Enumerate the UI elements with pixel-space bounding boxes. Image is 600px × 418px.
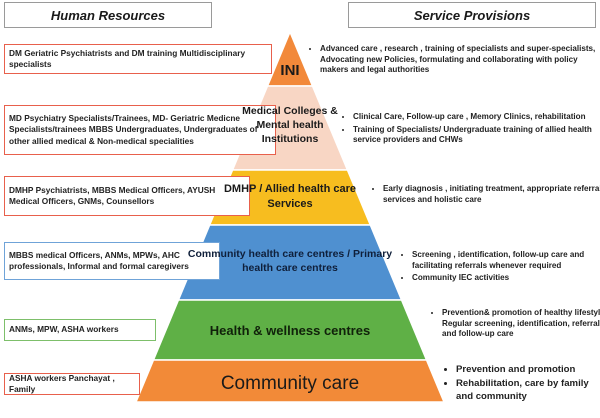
services-ini: Advanced care , research , training of s… — [310, 44, 596, 78]
hr-text-community-health: MBBS medical Officers, ANMs, MPWs, AHC p… — [9, 249, 189, 272]
human-resources-header: Human Resources — [4, 2, 212, 28]
service-item: Training of Specialists/ Undergraduate t… — [353, 125, 597, 146]
services-community-care: Prevention and promotion Rehabilitation,… — [446, 364, 600, 405]
tier-label-health-wellness: Health & wellness centres — [209, 322, 371, 338]
tier-label-community-health: Community health care centres / Primary … — [187, 248, 393, 274]
service-item: Screening , identification, follow-up ca… — [412, 250, 600, 271]
tier-label-medical-colleges: Medical Colleges & Mental health Institu… — [242, 105, 338, 145]
service-item: Clinical Care, Follow-up care , Memory C… — [353, 112, 597, 123]
hr-box-ini: DM Geriatric Psychiatrists and DM traini… — [4, 44, 272, 74]
hr-text-ini: DM Geriatric Psychiatrists and DM traini… — [9, 47, 246, 70]
service-item: Advanced care , research , training of s… — [320, 44, 596, 76]
hr-box-community-care: ASHA workers Panchayat , Family — [4, 373, 140, 395]
tier-community-care — [134, 359, 446, 403]
service-item: Prevention& promotion of healthy lifesty… — [442, 308, 600, 340]
hr-text-health-wellness: ANMs, MPW, ASHA workers — [9, 324, 119, 335]
hr-text-medical-colleges: MD Psychiatry Specialists/Trainees, MD- … — [9, 112, 258, 146]
hr-box-medical-colleges: MD Psychiatry Specialists/Trainees, MD- … — [4, 105, 276, 155]
hr-text-community-care: ASHA workers Panchayat , Family — [9, 372, 115, 395]
service-item: Community IEC activities — [412, 273, 600, 284]
hr-box-dmhp: DMHP Psychiatrists, MBBS Medical Officer… — [4, 176, 250, 216]
services-medical-colleges: Clinical Care, Follow-up care , Memory C… — [343, 112, 597, 148]
services-dmhp: Early diagnosis , initiating treatment, … — [373, 184, 600, 207]
service-provisions-header: Service Provisions — [348, 2, 596, 28]
hr-box-community-health: MBBS medical Officers, ANMs, MPWs, AHC p… — [4, 242, 220, 280]
services-community-health: Screening , identification, follow-up ca… — [402, 250, 600, 286]
service-item: Early diagnosis , initiating treatment, … — [383, 184, 600, 205]
tier-label-dmhp: DMHP / Allied health care Services — [223, 183, 357, 210]
service-item: Rehabilitation, care by family and commu… — [456, 378, 600, 403]
tier-label-community-care: Community care — [220, 373, 360, 394]
hr-box-health-wellness: ANMs, MPW, ASHA workers — [4, 319, 156, 341]
hr-text-dmhp: DMHP Psychiatrists, MBBS Medical Officer… — [9, 184, 216, 207]
services-health-wellness: Prevention& promotion of healthy lifesty… — [432, 308, 600, 342]
tier-label-ini: INI — [280, 61, 300, 79]
service-item: Prevention and promotion — [456, 364, 600, 376]
